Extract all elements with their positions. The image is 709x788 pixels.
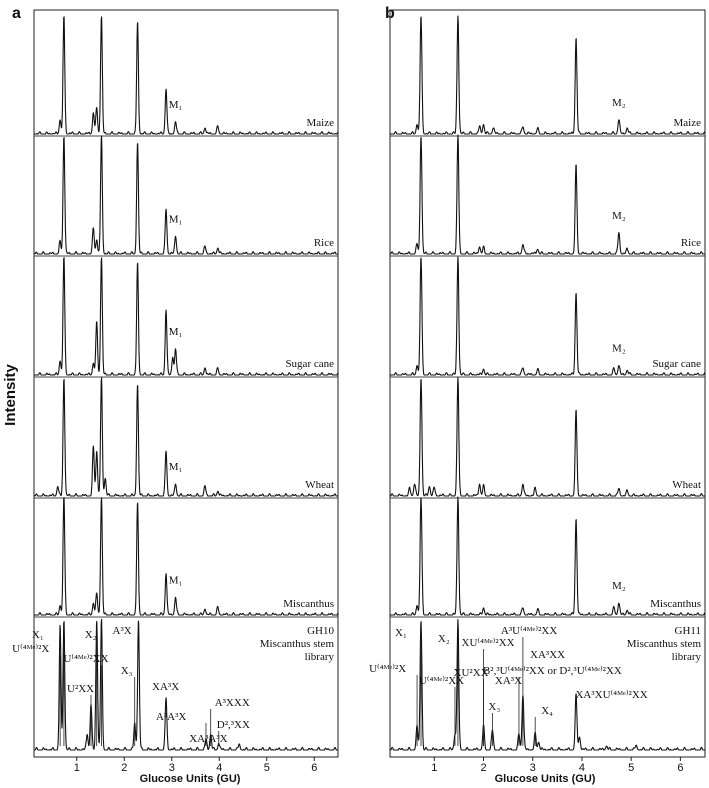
peak-label: M₁ (169, 99, 183, 111)
trace-sugar-cane: Sugar cane M₁ (33, 257, 339, 378)
peak-label: X₃ (488, 701, 500, 713)
peak-label: M₁ (169, 461, 183, 473)
trace-line (33, 135, 339, 255)
peak-label: XA³XX (530, 649, 565, 661)
trace-name: Miscanthus (650, 598, 701, 610)
x-tick-label: 3 (530, 762, 536, 774)
peak-label: A³U⁽⁴ᴹᵉ⁾²XX (501, 625, 557, 637)
trace-line (389, 376, 706, 497)
trace-name: Wheat (305, 479, 334, 491)
x-tick-label: 4 (579, 762, 585, 774)
peak-label: A³A³X (156, 711, 186, 723)
peak-label: M₂ (612, 580, 626, 592)
peak-label: XU⁽⁴ᴹᵉ⁾²XX (462, 637, 515, 649)
peak-label: D²,³XX (217, 719, 250, 731)
trace-line (33, 497, 339, 616)
trace-name: Wheat (672, 479, 701, 491)
trace-line (389, 619, 706, 751)
peak-label: A³X (113, 625, 132, 637)
peak-label: M₂ (612, 343, 626, 355)
trace-line (33, 16, 339, 135)
trace-name: Rice (681, 237, 701, 249)
peak-label: M₂ (612, 97, 626, 109)
trace-name: Sugar cane (285, 358, 334, 370)
x-tick-label: 5 (264, 762, 270, 774)
peak-label: X₂ (438, 633, 450, 645)
trace-miscanthus: Miscanthus M₁ (33, 497, 339, 618)
trace-line (389, 15, 706, 135)
x-tick-label: 2 (480, 762, 486, 774)
peak-label: X₁ (32, 629, 44, 641)
peak-label: XA³XU⁽⁴ᴹᵉ⁾²XX (575, 689, 647, 701)
peak-label: B²,³U⁽⁴ᴹᵉ⁾²XX or D²,³U⁽⁴ᴹᵉ⁾²XX (483, 665, 622, 677)
peak-label: U⁽⁴ᴹᵉ⁾²XX (419, 675, 464, 687)
peak-label: XA³X (495, 675, 522, 687)
peak-label: XU²XX (454, 667, 489, 679)
trace-line (33, 257, 339, 376)
peak-label: M₁ (169, 326, 183, 338)
x-tick-label: 4 (216, 762, 222, 774)
peak-label: M₁ (169, 213, 183, 225)
peak-label: U⁽⁴ᴹᵉ⁾²X (369, 663, 406, 675)
trace-line (389, 256, 706, 376)
peak-label: U⁽⁴ᴹᵉ⁾²XX (63, 653, 108, 665)
peak-label: M₁ (169, 574, 183, 586)
plot-frame (389, 9, 706, 758)
peak-label: A³XXX (215, 697, 250, 709)
trace-name: Sugar cane (652, 358, 701, 370)
peak-label: U⁽⁴ᴹᵉ⁾²X (12, 643, 49, 655)
x-tick-label: 2 (121, 762, 127, 774)
trace-name: Maize (674, 117, 702, 129)
x-tick-label: 6 (677, 762, 683, 774)
x-tick-label: 1 (431, 762, 437, 774)
trace-rice: Rice M₂ (389, 134, 706, 257)
trace-maize: Maize M₂ (389, 15, 706, 137)
x-axis-label-b: Glucose Units (GU) (495, 773, 596, 785)
trace-rice: Rice M₁ (33, 135, 339, 257)
peak-label: M₂ (612, 210, 626, 222)
x-tick-label: 1 (74, 762, 80, 774)
trace-name: Maize (307, 117, 335, 129)
peak-label: X₄ (541, 705, 553, 717)
trace-name: Miscanthus (283, 598, 334, 610)
trace-line (389, 134, 706, 255)
peak-label: U²XX (67, 683, 94, 695)
y-axis-label: Intensity (2, 364, 19, 426)
peak-label: X₁ (395, 627, 407, 639)
trace-maize: Maize M₁ (33, 16, 339, 137)
plot-frame (33, 9, 339, 758)
peak-label: X₃ (121, 665, 133, 677)
x-axis: 1 2 3 4 5 6 (74, 757, 317, 774)
trace-line (33, 618, 339, 751)
trace-sugar-cane: Sugar cane M₂ (389, 256, 706, 378)
panel-letter-a: a (12, 5, 21, 22)
trace-line (33, 377, 339, 497)
trace-line (389, 496, 706, 616)
x-tick-label: 5 (628, 762, 634, 774)
peak-label: XA³X (152, 681, 179, 693)
trace-miscanthus: Miscanthus M₂ (389, 496, 706, 618)
x-tick-label: 3 (169, 762, 175, 774)
x-tick-label: 6 (311, 762, 317, 774)
trace-wheat: Wheat M₁ (33, 377, 339, 499)
trace-wheat: Wheat (389, 376, 706, 499)
peak-label: XA³A³X (189, 733, 227, 745)
peak-label: X₂ (85, 629, 97, 641)
x-axis: 1 2 3 4 5 6 (431, 757, 683, 774)
trace-name: Rice (314, 237, 334, 249)
x-axis-label-a: Glucose Units (GU) (140, 773, 241, 785)
